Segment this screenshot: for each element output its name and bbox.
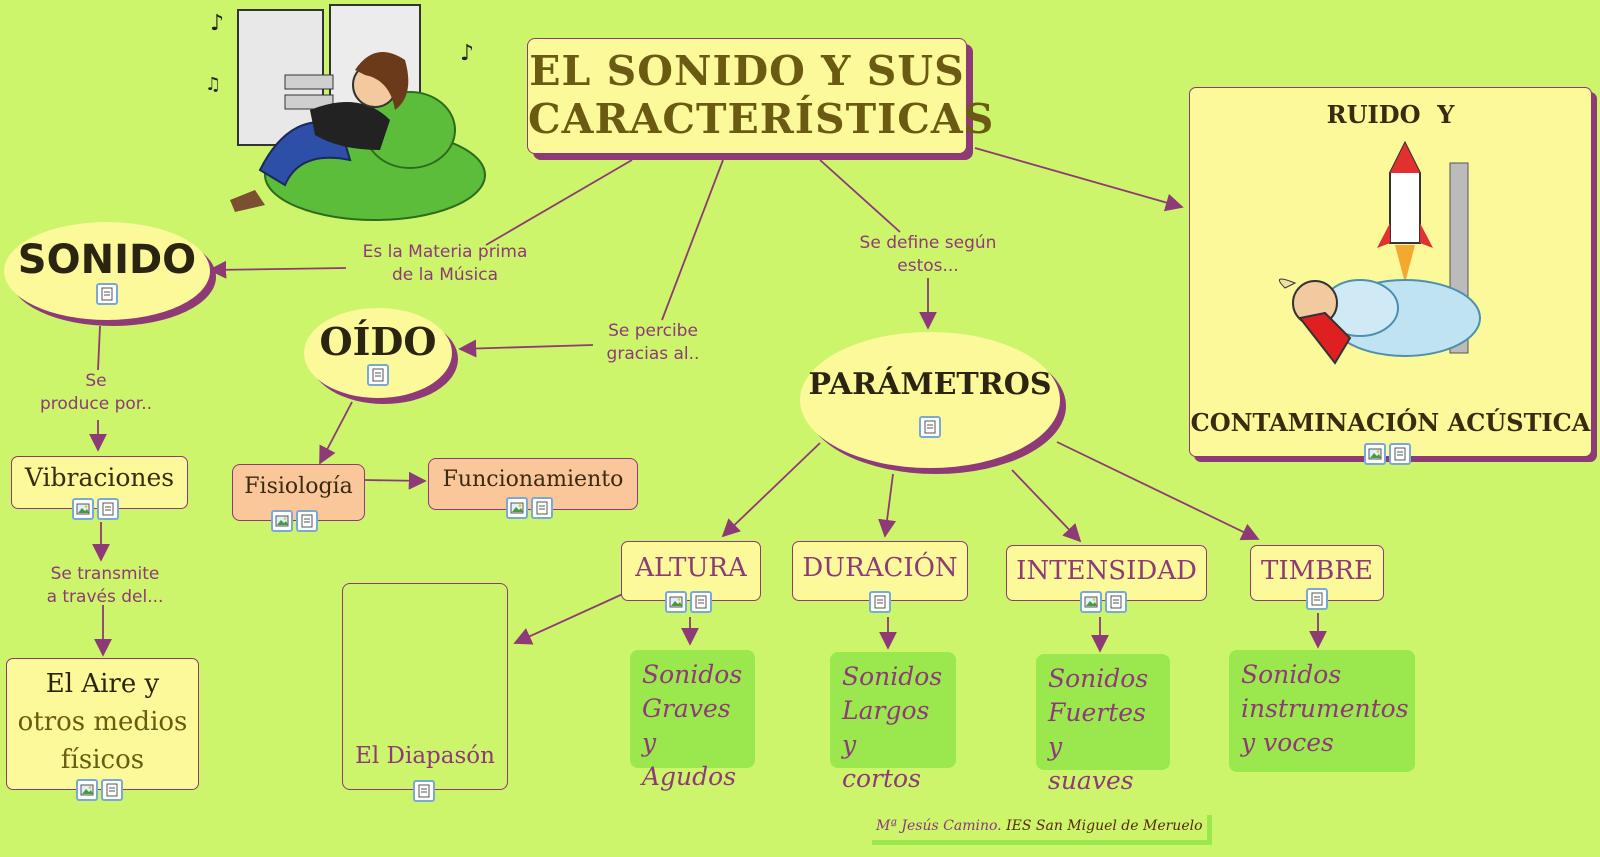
timbre-result-line-3: y voces bbox=[1241, 728, 1334, 757]
image-icon[interactable] bbox=[271, 510, 293, 532]
ruido-title: RUIDO Y bbox=[1326, 100, 1455, 129]
ruido-subtitle: CONTAMINACIÓN ACÚSTICA bbox=[1190, 408, 1591, 437]
altura-result-line-1: Sonidos bbox=[642, 660, 743, 689]
document-icon[interactable] bbox=[1306, 588, 1328, 610]
parametros-node[interactable]: PARÁMETROS bbox=[800, 332, 1060, 468]
document-icon[interactable] bbox=[97, 498, 119, 520]
altura-icons bbox=[665, 591, 712, 613]
document-icon[interactable] bbox=[919, 416, 941, 438]
altura-result-line-3: Agudos bbox=[642, 762, 737, 791]
document-icon[interactable] bbox=[413, 780, 435, 802]
altura-node[interactable]: ALTURA bbox=[621, 541, 761, 601]
sonido-label: SONIDO bbox=[17, 237, 197, 283]
funcionamiento-icons bbox=[506, 497, 553, 519]
diapason-label: El Diapasón bbox=[355, 743, 495, 769]
document-icon[interactable] bbox=[296, 510, 318, 532]
image-icon[interactable] bbox=[1080, 591, 1102, 613]
timbre-result[interactable]: Sonidos instrumentos y voces bbox=[1229, 650, 1415, 772]
altura-result[interactable]: Sonidos Graves y Agudos bbox=[630, 650, 755, 791]
diapason-icons bbox=[413, 780, 435, 802]
duracion-label: DURACIÓN bbox=[802, 553, 958, 583]
intensidad-icons bbox=[1080, 591, 1127, 613]
sonido-node[interactable]: SONIDO bbox=[4, 222, 210, 320]
oido-label: OÍDO bbox=[319, 319, 437, 364]
image-icon[interactable] bbox=[665, 591, 687, 613]
funcionamiento-label: Funcionamiento bbox=[442, 467, 624, 492]
duracion-result[interactable]: Sonidos Largos y cortos bbox=[830, 652, 956, 793]
duracion-result-line-2: Largos y bbox=[842, 696, 930, 759]
intensidad-result-line-3: suaves bbox=[1048, 766, 1134, 795]
duracion-result-line-1: Sonidos bbox=[842, 662, 943, 691]
credit-school: IES San Miguel de Meruelo bbox=[1006, 818, 1203, 834]
timbre-icons bbox=[1306, 588, 1328, 610]
link-label-materia: Es la Materia prima de la Música bbox=[345, 241, 545, 287]
aire-line-1: El Aire y bbox=[45, 669, 160, 699]
image-icon[interactable] bbox=[1364, 443, 1386, 465]
credit-box: Mª Jesús Camino. IES San Miguel de Merue… bbox=[872, 815, 1212, 845]
aire-icons bbox=[76, 779, 123, 801]
timbre-node[interactable]: TIMBRE bbox=[1250, 545, 1384, 601]
materia-line-1: Es la Materia prima bbox=[362, 242, 528, 262]
altura-result-line-2: Graves y bbox=[642, 694, 731, 757]
timbre-result-line-1: Sonidos bbox=[1241, 660, 1342, 689]
credit-author: Mª Jesús Camino. bbox=[876, 818, 1002, 834]
link-label-percibe: Se percibe gracias al.. bbox=[588, 320, 718, 366]
document-icon[interactable] bbox=[101, 779, 123, 801]
define-line-2: estos... bbox=[897, 256, 959, 276]
ruido-node[interactable]: RUIDO Y CONTAMINACIÓN ACÚSTICA bbox=[1189, 87, 1592, 457]
intensidad-result-line-1: Sonidos bbox=[1048, 664, 1149, 693]
svg-text:♪: ♪ bbox=[210, 11, 224, 36]
fisiologia-label: Fisiología bbox=[244, 474, 353, 499]
produce-line-1: Se bbox=[85, 371, 107, 391]
link-label-define: Se define según estos... bbox=[848, 232, 1008, 278]
oido-node[interactable]: OÍDO bbox=[304, 308, 452, 398]
altura-label: ALTURA bbox=[635, 553, 747, 583]
intensidad-result[interactable]: Sonidos Fuertes y suaves bbox=[1036, 654, 1170, 795]
svg-text:♪: ♪ bbox=[460, 41, 474, 66]
rocket-illustration bbox=[1278, 140, 1481, 365]
document-icon[interactable] bbox=[1389, 443, 1411, 465]
aire-line-3: físicos bbox=[60, 745, 145, 775]
title-line-2: CARACTERÍSTICAS bbox=[528, 95, 995, 143]
diapason-node[interactable]: El Diapasón bbox=[342, 583, 508, 790]
materia-line-2: de la Música bbox=[392, 265, 498, 285]
produce-line-2: produce por.. bbox=[39, 394, 152, 414]
fisiologia-icons bbox=[271, 510, 318, 532]
timbre-label: TIMBRE bbox=[1261, 556, 1373, 586]
define-line-1: Se define según bbox=[859, 233, 997, 253]
svg-text:♫: ♫ bbox=[205, 74, 221, 95]
title-line-1: EL SONIDO Y SUS bbox=[529, 47, 965, 95]
document-icon[interactable] bbox=[96, 283, 118, 305]
aire-line-2: otros medios bbox=[17, 707, 188, 737]
timbre-result-line-2: instrumentos bbox=[1241, 694, 1409, 723]
document-icon[interactable] bbox=[531, 497, 553, 519]
vibraciones-icons bbox=[72, 498, 119, 520]
document-icon[interactable] bbox=[367, 364, 389, 386]
image-icon[interactable] bbox=[72, 498, 94, 520]
intensidad-result-line-2: Fuertes y bbox=[1048, 698, 1146, 761]
transmite-line-1: Se transmite bbox=[50, 564, 160, 584]
vibraciones-label: Vibraciones bbox=[24, 463, 175, 492]
document-icon[interactable] bbox=[869, 591, 891, 613]
link-label-produce: Se produce por.. bbox=[26, 370, 166, 416]
image-icon[interactable] bbox=[76, 779, 98, 801]
music-listener-illustration: ♪ ♪ ♫ bbox=[205, 4, 486, 221]
image-icon[interactable] bbox=[506, 497, 528, 519]
duracion-result-line-3: cortos bbox=[842, 764, 921, 793]
parametros-label: PARÁMETROS bbox=[808, 367, 1052, 402]
duracion-icons bbox=[869, 591, 891, 613]
percibe-line-1: Se percibe bbox=[608, 321, 698, 341]
transmite-line-2: a través del... bbox=[46, 587, 164, 607]
title-box[interactable]: EL SONIDO Y SUS CARACTERÍSTICAS bbox=[527, 38, 995, 154]
document-icon[interactable] bbox=[1105, 591, 1127, 613]
ruido-icons bbox=[1364, 443, 1411, 465]
aire-node[interactable]: El Aire y otros medios físicos bbox=[6, 658, 199, 790]
intensidad-label: INTENSIDAD bbox=[1016, 556, 1197, 586]
document-icon[interactable] bbox=[690, 591, 712, 613]
percibe-line-2: gracias al.. bbox=[606, 344, 700, 364]
link-label-transmite: Se transmite a través del... bbox=[30, 563, 180, 609]
intensidad-node[interactable]: INTENSIDAD bbox=[1006, 545, 1207, 601]
